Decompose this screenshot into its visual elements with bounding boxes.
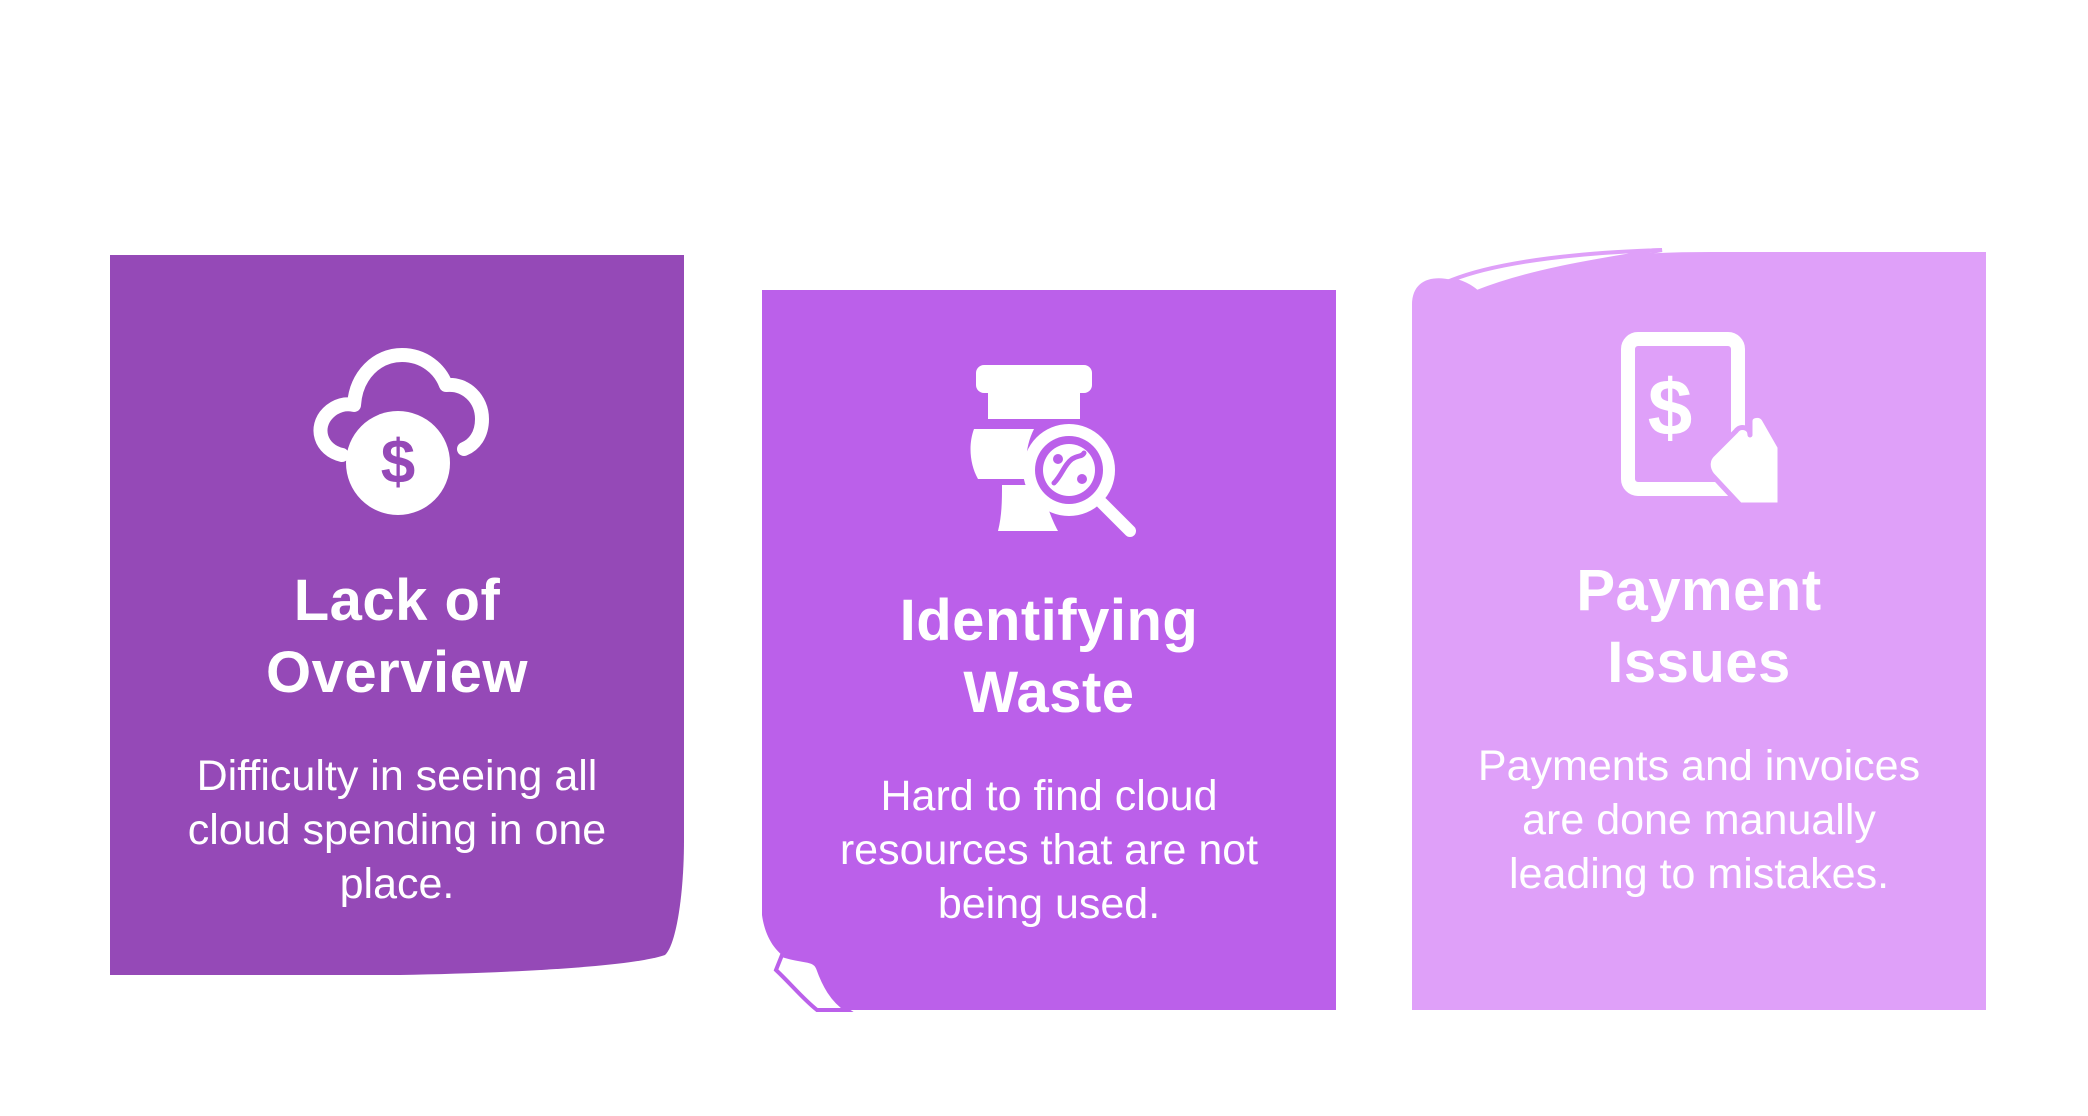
card-title: Identifying Waste bbox=[900, 585, 1199, 729]
card-payment-issues: $ Payment Issues Payments and invoices a… bbox=[1412, 248, 1986, 1010]
card-background bbox=[1412, 248, 1986, 1010]
title-line: Identifying bbox=[899, 588, 1199, 653]
card-description: Hard to find cloud resources that are no… bbox=[839, 772, 1259, 928]
toilet-search-icon bbox=[970, 365, 1136, 537]
card-description: Payments and invoices are done manually … bbox=[1477, 742, 1921, 898]
title-line: Overview bbox=[266, 640, 528, 705]
card-background bbox=[762, 290, 1336, 1012]
card-description: Difficulty in seeing all cloud spending … bbox=[187, 752, 607, 908]
card-lack-of-overview: $ Lack of Overview Difficulty in seeing … bbox=[110, 255, 684, 975]
title-line: Payment bbox=[1576, 558, 1822, 623]
svg-text:$: $ bbox=[381, 428, 415, 497]
cloud-dollar-icon: $ bbox=[313, 348, 489, 515]
title-line: Issues bbox=[1607, 630, 1791, 695]
card-background bbox=[110, 255, 684, 975]
title-line: Lack of bbox=[293, 568, 501, 633]
invoice-payment-icon: $ bbox=[1621, 332, 1783, 508]
card-title: Lack of Overview bbox=[266, 565, 528, 709]
card-identifying-waste: Identifying Waste Hard to find cloud res… bbox=[762, 290, 1336, 1012]
title-line: Waste bbox=[963, 660, 1135, 725]
card-title: Payment Issues bbox=[1576, 555, 1821, 699]
svg-text:$: $ bbox=[1648, 363, 1693, 452]
